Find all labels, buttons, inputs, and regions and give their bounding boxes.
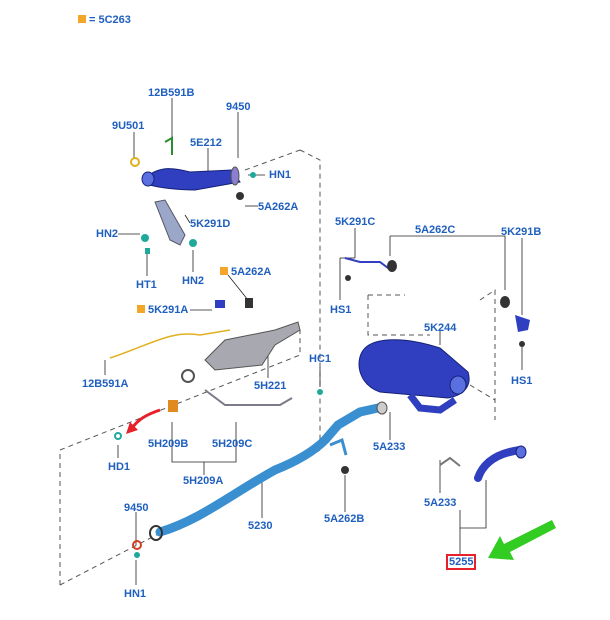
label-hn2-mid: HN2 (182, 275, 205, 287)
label-hn1-bottom: HN1 (124, 588, 147, 600)
legend: = 5C263 (78, 14, 131, 26)
tailpipe-icon (474, 446, 524, 482)
label-12b591b: 12B591B (148, 87, 195, 99)
label-5h209a: 5H209A (183, 475, 224, 487)
label-5k291c: 5K291C (335, 216, 376, 228)
red-arrow-head-icon (126, 422, 138, 434)
label-5a262a-mid: 5A262A (220, 266, 271, 278)
label-5k244: 5K244 (424, 322, 457, 334)
label-5h209b: 5H209B (148, 438, 189, 450)
label-ht1: HT1 (136, 279, 157, 291)
pipe-joint-icon (376, 401, 388, 415)
label-hs1-right: HS1 (511, 375, 533, 387)
clip-icon (114, 432, 122, 440)
label-5k291d: 5K291D (190, 218, 231, 230)
swatch-icon (220, 267, 228, 275)
label-5a233-right: 5A233 (424, 497, 457, 509)
insulator-icon (341, 466, 349, 474)
legend-equals: = (89, 14, 99, 26)
label-9450-top: 9450 (226, 101, 251, 113)
label-5230: 5230 (248, 520, 273, 532)
label-9450-bottom: 9450 (124, 502, 149, 514)
label-5a262c: 5A262C (415, 224, 456, 236)
label-5k291a: 5K291A (137, 304, 188, 316)
clip-icon (189, 239, 197, 247)
hanger-bracket-icon (329, 437, 348, 456)
intermediate-pipe-icon (155, 403, 383, 537)
tailpipe-outlet-icon (515, 445, 527, 459)
particulate-filter-group (109, 298, 301, 412)
label-9u501: 9U501 (112, 120, 145, 132)
label-5e212: 5E212 (190, 137, 222, 149)
label-5k291b: 5K291B (501, 226, 542, 238)
label-5a233-mid: 5A233 (373, 441, 406, 453)
label-hn2-left: HN2 (96, 228, 119, 240)
label-hn1-top: HN1 (269, 169, 292, 181)
clip-icon (141, 234, 149, 242)
label-5h221: 5H221 (254, 380, 287, 392)
label-5h209c: 5H209C (212, 438, 253, 450)
label-hc1: HC1 (309, 353, 332, 365)
green-arrow-icon (488, 520, 556, 560)
rear-muffler-group (344, 257, 530, 414)
clip-icon (145, 248, 150, 254)
clamp-icon (439, 456, 461, 467)
gasket-icon (132, 540, 142, 550)
nut-icon (134, 552, 140, 558)
clip-icon (317, 389, 323, 395)
legend-swatch-icon (78, 15, 86, 23)
red-arrow-icon (130, 408, 161, 429)
label-5a262a-top: 5A262A (258, 201, 299, 213)
leader-lines (104, 98, 523, 585)
label-hs1-left: HS1 (330, 304, 352, 316)
label-12b591a: 12B591A (82, 378, 129, 390)
swatch-icon (137, 305, 145, 313)
legend-code: 5C263 (98, 14, 131, 26)
label-5a262b: 5A262B (324, 513, 365, 525)
label-5255-highlighted[interactable]: 5255 (446, 554, 477, 570)
nut-icon (250, 172, 256, 178)
catalytic-converter-group (130, 136, 244, 246)
label-hd1: HD1 (108, 461, 131, 473)
pipe-flange-icon (149, 525, 163, 541)
